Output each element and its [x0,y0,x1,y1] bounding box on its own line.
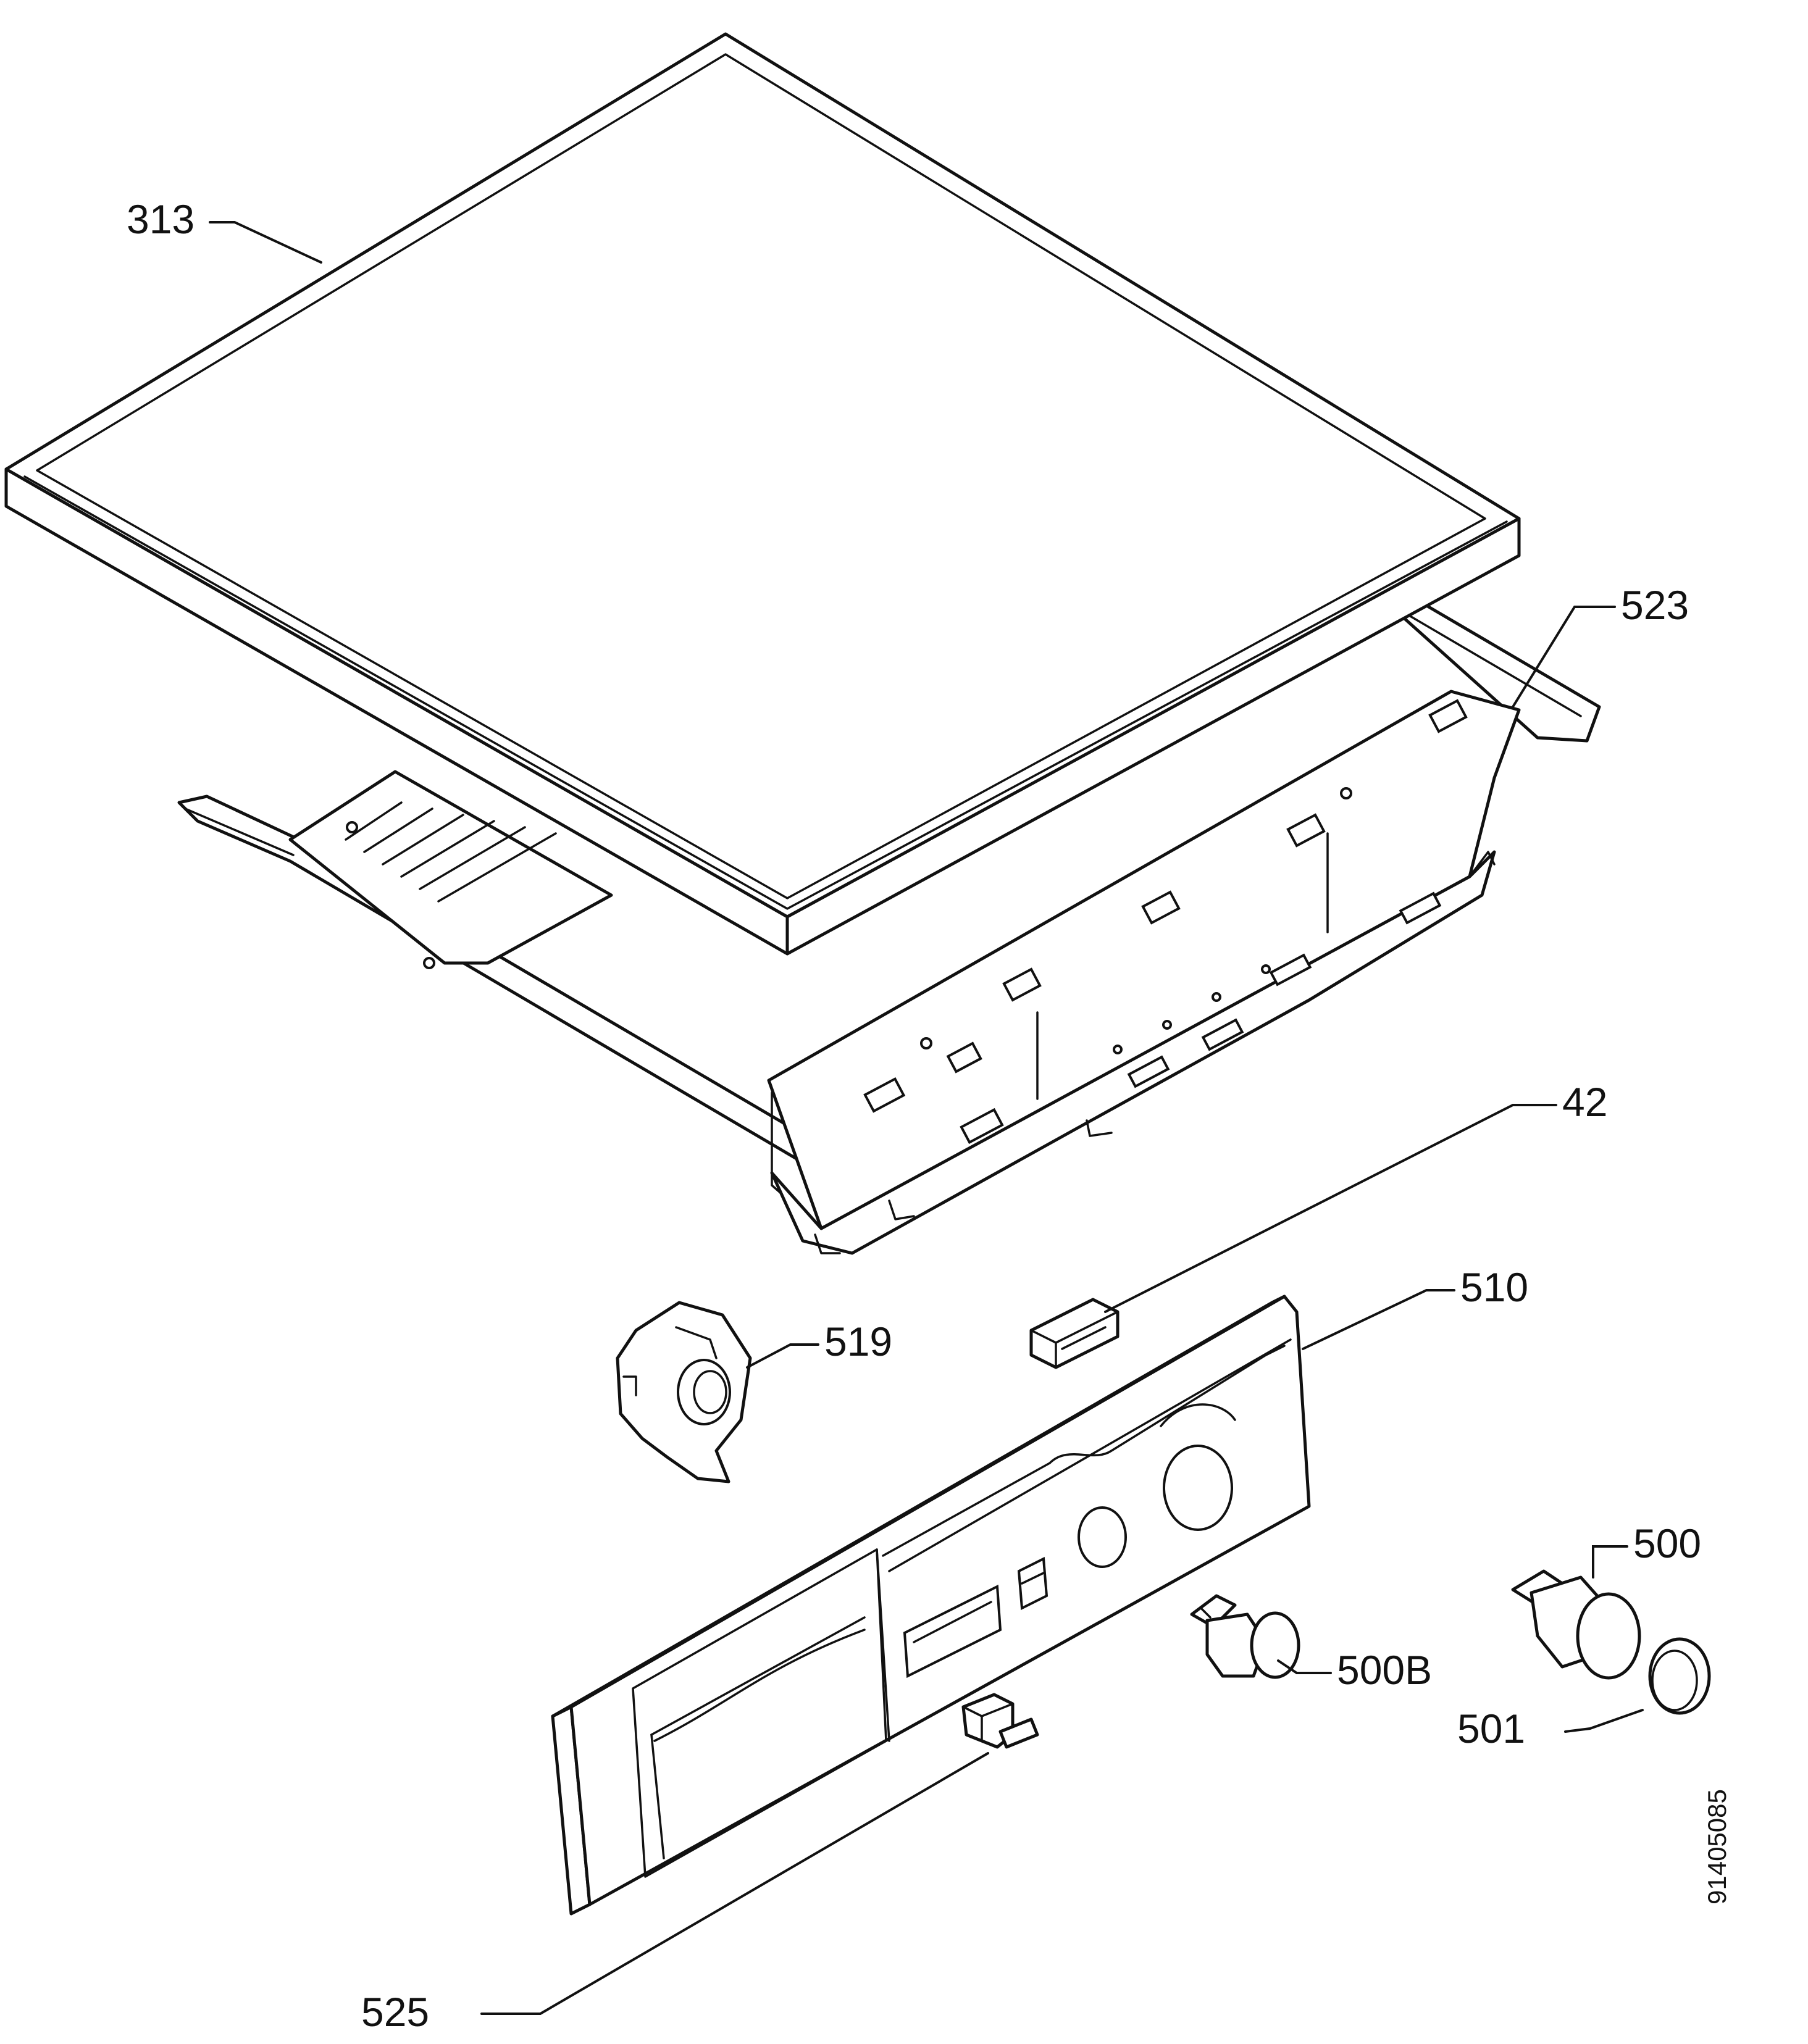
leader-525 [480,1752,989,2015]
leader-313 [209,221,322,264]
callout-523: 523 [1621,582,1689,628]
part-501-knob-cap [1648,1637,1711,1715]
leader-500 [1592,1545,1628,1579]
part-500-large-knob [1511,1569,1641,1680]
part-523-panel-frame [177,600,1601,1255]
drawing-number: 91405085 [1702,1789,1731,1904]
callout-313: 313 [127,196,195,242]
callout-500: 500 [1633,1520,1701,1566]
callout-500b: 500B [1337,1647,1432,1693]
leader-501 [1564,1709,1644,1733]
part-500b-small-knob [1190,1594,1300,1679]
leader-42 [1104,1104,1557,1313]
leader-523 [1512,606,1616,708]
callout-501: 501 [1457,1706,1525,1751]
part-313-top-cover [4,32,1521,956]
callout-519: 519 [824,1319,892,1364]
part-510-control-panel [551,1295,1311,1916]
callout-42: 42 [1562,1079,1607,1125]
callout-labels: 313 523 42 510 519 500 500B 501 525 9140… [127,196,1731,2035]
leader-519 [746,1343,819,1369]
leader-510 [1302,1289,1455,1350]
part-525-switch [961,1693,1039,1749]
callout-510: 510 [1460,1264,1528,1310]
part-519-knob-bracket [616,1301,752,1483]
leader-lines [209,221,1644,2015]
part-42-switch [1029,1298,1120,1369]
leader-500b [1277,1659,1332,1674]
callout-525: 525 [361,1989,429,2035]
